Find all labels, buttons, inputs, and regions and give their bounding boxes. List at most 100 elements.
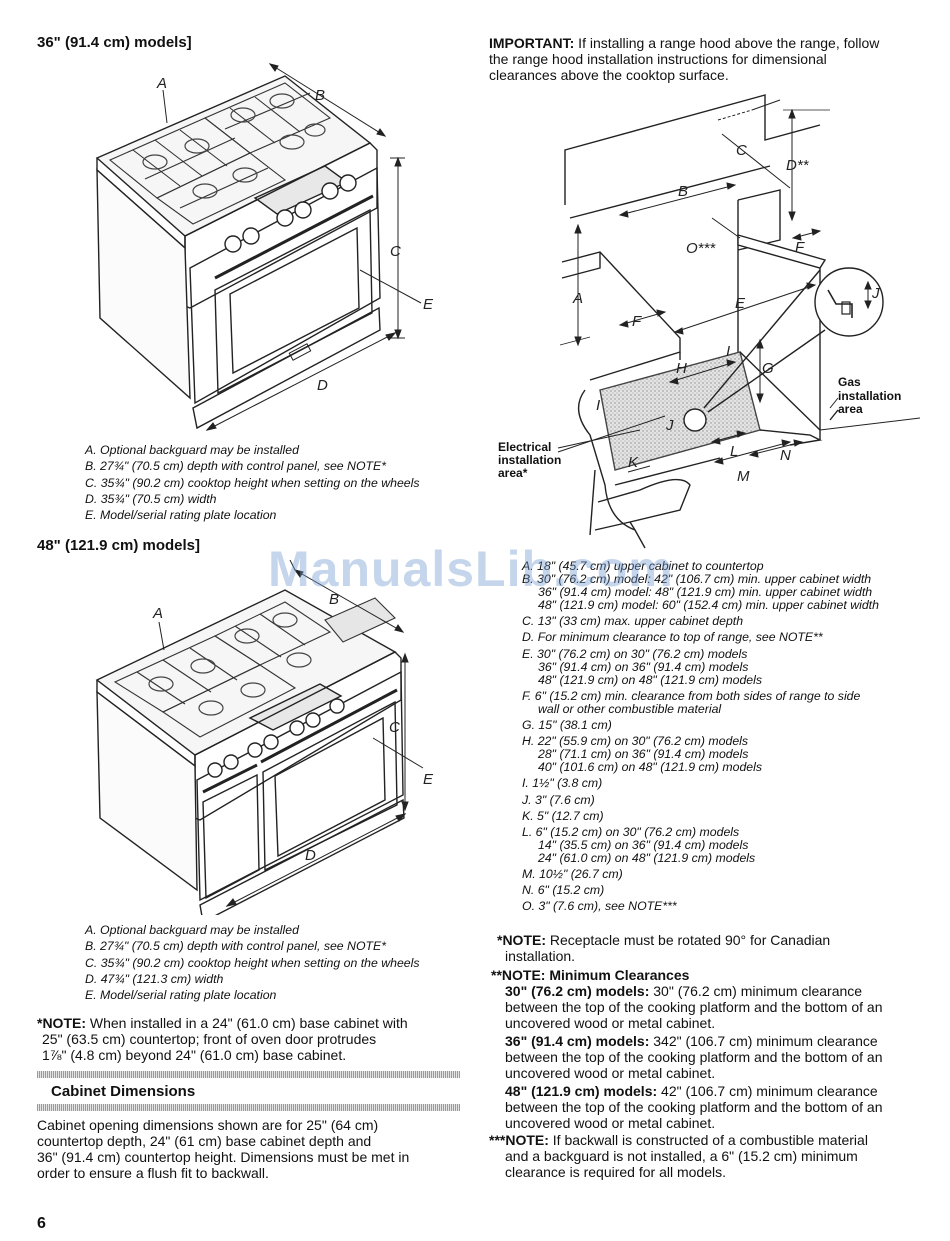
diag-label-j: J bbox=[665, 417, 674, 434]
fig48-label-d: D bbox=[305, 847, 316, 864]
section-band-bottom bbox=[37, 1104, 460, 1111]
legend-subitem: 24" (61.0 cm) on 48" (121.9 cm) models bbox=[538, 850, 756, 865]
note1-line: Receptacle must be rotated 90° for Canad… bbox=[546, 932, 831, 948]
caption-36-item: D. 35¾" (70.5 cm) width bbox=[85, 491, 217, 506]
note3-line: If backwall is constructed of a combusti… bbox=[548, 1132, 868, 1148]
diag-label-e: E bbox=[735, 295, 746, 312]
note2-para-line: 42" (106.7 cm) minimum clearance bbox=[657, 1083, 878, 1099]
legend-item: A. 18" (45.7 cm) upper cabinet to counte… bbox=[522, 559, 764, 573]
caption-48-item: E. Model/serial rating plate location bbox=[85, 988, 277, 1003]
caption-48-item: A. Optional backguard may be installed bbox=[85, 923, 299, 937]
diag-label-n: N bbox=[780, 447, 791, 464]
legend-subitem: 48" (121.9 cm) model: 60" (152.4 cm) min… bbox=[538, 598, 879, 613]
fig36-label-e: E bbox=[423, 296, 434, 313]
diag-label-j-inset: J bbox=[871, 285, 880, 302]
diag-label-k: K bbox=[628, 454, 639, 471]
section-body-line: 36" (91.4 cm) countertop height. Dimensi… bbox=[37, 1149, 410, 1165]
range-48-illustration: A B C D E bbox=[95, 560, 434, 915]
legend-item: H. 22" (55.9 cm) on 30" (76.2 cm) models bbox=[522, 734, 749, 749]
electrical-area-label-line: installation bbox=[498, 453, 561, 467]
note2-para-bold: 36" (91.4 cm) models: bbox=[505, 1033, 650, 1049]
note2-para-line: between the top of the cooking platform … bbox=[505, 1049, 883, 1065]
diag-label-i-left: I bbox=[596, 397, 600, 414]
important-note: IMPORTANT: If installing a range hood ab… bbox=[489, 35, 919, 83]
heading-48-models: 48" (121.9 cm) models] bbox=[37, 537, 201, 554]
legend-item: C. 13" (33 cm) max. upper cabinet depth bbox=[522, 614, 744, 629]
note-receptacle: *NOTE: Receptacle must be rotated 90° fo… bbox=[497, 932, 927, 964]
diag-label-l: L bbox=[730, 443, 738, 460]
diag-label-i-top: I bbox=[726, 343, 730, 360]
gas-area-label-line: Gas bbox=[838, 375, 861, 389]
important-line: clearances above the cooktop surface. bbox=[489, 67, 729, 83]
cabinet-dimensions-diagram: A B C D** E F F G H I I J J K L M N O***… bbox=[498, 94, 921, 549]
dimension-legend: A. 18" (45.7 cm) upper cabinet to counte… bbox=[522, 559, 927, 913]
legend-item: L. 6" (15.2 cm) on 30" (76.2 cm) models bbox=[522, 824, 740, 839]
note2-para-line: uncovered wood or metal cabinet. bbox=[505, 1065, 716, 1081]
note-backwall: ***NOTE: If backwall is constructed of a… bbox=[489, 1132, 929, 1180]
legend-item: K. 5" (12.7 cm) bbox=[522, 808, 604, 823]
legend-item: I. 1½" (3.8 cm) bbox=[522, 776, 603, 791]
caption-48-item: D. 47¾" (121.3 cm) width bbox=[85, 971, 224, 986]
legend-item: J. 3" (7.6 cm) bbox=[522, 792, 595, 807]
caption-36-item: A. Optional backguard may be installed bbox=[85, 443, 299, 457]
note2-para-bold: 48" (121.9 cm) models: bbox=[505, 1083, 658, 1099]
note2-para-line: 30" (76.2 cm) minimum clearance bbox=[649, 983, 863, 999]
note2-label: **NOTE: Minimum Clearances bbox=[491, 967, 690, 983]
legend-subitem: 28" (71.1 cm) on 36" (91.4 cm) models bbox=[538, 747, 749, 762]
caption-36-item: C. 35¾" (90.2 cm) cooktop height when se… bbox=[85, 475, 420, 490]
legend-subitem: wall or other combustible material bbox=[538, 701, 722, 716]
caption-36-item: B. 27¾" (70.5 cm) depth with control pan… bbox=[85, 459, 387, 474]
diag-label-f-right: F bbox=[795, 239, 805, 256]
legend-item: G. 15" (38.1 cm) bbox=[522, 718, 612, 733]
diag-label-b: B bbox=[678, 183, 688, 200]
note2-para-line: uncovered wood or metal cabinet. bbox=[505, 1115, 716, 1131]
page-number: 6 bbox=[37, 1215, 46, 1232]
gas-area-label-line: installation bbox=[838, 389, 901, 403]
caption-36: A. Optional backguard may be installed B… bbox=[85, 442, 420, 523]
heading-36-models: 36" (91.4 cm) models] bbox=[37, 34, 192, 51]
legend-item: D. For minimum clearance to top of range… bbox=[522, 630, 823, 645]
caption-48-item: B. 27¾" (70.5 cm) depth with control pan… bbox=[85, 939, 387, 954]
note2-para-line: 342" (106.7 cm) minimum clearance bbox=[649, 1033, 878, 1049]
section-body: Cabinet opening dimensions shown are for… bbox=[37, 1117, 460, 1181]
electrical-area-label-line: area* bbox=[498, 466, 528, 480]
diag-label-m: M bbox=[737, 468, 750, 485]
important-label: IMPORTANT: bbox=[489, 35, 575, 51]
fig48-label-a: A bbox=[152, 605, 163, 622]
note-line: When installed in a 24" (61.0 cm) base c… bbox=[86, 1015, 408, 1031]
caption-36-item: E. Model/serial rating plate location bbox=[85, 508, 277, 523]
legend-subitem: 14" (35.5 cm) on 36" (91.4 cm) models bbox=[538, 837, 749, 852]
electrical-area-label-line: Electrical bbox=[498, 440, 551, 454]
note2-para-line: uncovered wood or metal cabinet. bbox=[505, 1015, 716, 1031]
legend-subitem: 36" (91.4 cm) model: 48" (121.9 cm) min.… bbox=[538, 585, 873, 600]
legend-item: M. 10½" (26.7 cm) bbox=[522, 866, 623, 881]
legend-subitem: 48" (121.9 cm) on 48" (121.9 cm) models bbox=[538, 672, 763, 687]
fig36-label-b: B bbox=[315, 87, 325, 104]
section-title: Cabinet Dimensions bbox=[51, 1083, 196, 1100]
caption-48-item: C. 35¾" (90.2 cm) cooktop height when se… bbox=[85, 955, 420, 970]
note1-line: installation. bbox=[505, 948, 576, 964]
legend-item: F. 6" (15.2 cm) min. clearance from both… bbox=[522, 688, 861, 703]
diag-label-o: O*** bbox=[686, 240, 716, 257]
diag-label-g: G bbox=[762, 360, 774, 377]
caption-48: A. Optional backguard may be installed B… bbox=[85, 922, 420, 1003]
note-label: *NOTE: bbox=[37, 1015, 86, 1031]
legend-subitem: 40" (101.6 cm) on 48" (121.9 cm) models bbox=[538, 760, 763, 775]
legend-item: N. 6" (15.2 cm) bbox=[522, 883, 605, 898]
section-body-line: countertop depth, 24" (61 cm) base cabin… bbox=[37, 1133, 372, 1149]
legend-item: E. 30" (76.2 cm) on 30" (76.2 cm) models bbox=[522, 646, 748, 661]
note-line: 1⅞" (4.8 cm) beyond 24" (61.0 cm) base c… bbox=[42, 1047, 347, 1063]
diag-label-c: C bbox=[736, 142, 747, 159]
legend-item: B. 30" (76.2 cm) model: 42" (106.7 cm) m… bbox=[522, 572, 872, 587]
diag-label-f-left: F bbox=[632, 313, 642, 330]
fig36-label-a: A bbox=[156, 75, 167, 92]
note-base-cabinet: *NOTE: When installed in a 24" (61.0 cm)… bbox=[37, 1015, 457, 1063]
note1-label: *NOTE: bbox=[497, 932, 546, 948]
diag-label-h: H bbox=[676, 360, 687, 377]
important-line: If installing a range hood above the ran… bbox=[574, 35, 880, 51]
note3-line: and a backguard is not installed, a 6" (… bbox=[505, 1148, 858, 1164]
gas-area-label-line: area bbox=[838, 402, 863, 416]
fig48-label-c: C bbox=[389, 719, 400, 736]
fig48-label-b: B bbox=[329, 591, 339, 608]
diag-label-a: A bbox=[572, 290, 583, 307]
